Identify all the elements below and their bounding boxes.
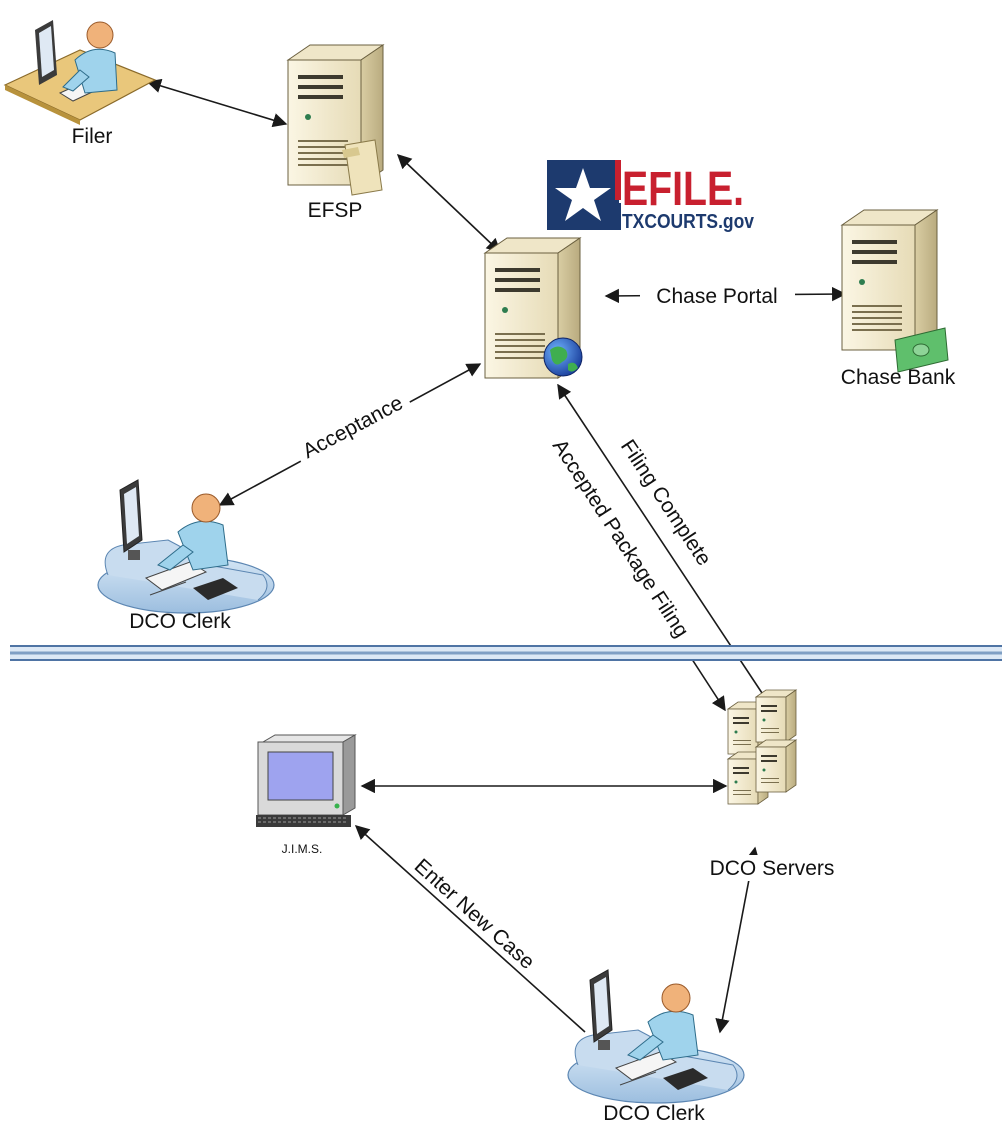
network-divider <box>10 645 1002 661</box>
dco-servers-node: DCO Servers <box>692 689 852 881</box>
dco-servers-label: DCO Servers <box>710 857 835 880</box>
chase-bank-node: Chase Bank <box>841 209 956 389</box>
filer-label: Filer <box>72 125 113 148</box>
efsp-node: EFSP <box>287 44 384 222</box>
filing-complete-link <box>557 383 763 694</box>
jims-node: J.I.M.S. <box>256 734 357 856</box>
chase-portal-label: Chase Portal <box>656 285 777 308</box>
efsp-efile-link <box>396 154 502 253</box>
efsp-label: EFSP <box>308 199 363 222</box>
filer-node: Filer <box>4 19 156 148</box>
accepted-package-filing-label: Accepted Package Filing <box>548 435 693 641</box>
dco-clerk-top-label: DCO Clerk <box>129 610 231 633</box>
enter-new-case-link <box>354 825 586 1033</box>
logo-line1: EFILE. <box>622 163 744 216</box>
folder-icon <box>342 139 383 196</box>
jims-label: J.I.M.S. <box>282 842 323 856</box>
dco-clerk-bottom-label: DCO Clerk <box>603 1102 705 1125</box>
enter-new-case-label: Enter New Case <box>410 854 539 973</box>
globe-icon <box>543 337 583 377</box>
filer-efsp-link <box>146 78 288 128</box>
acceptance-label: Acceptance <box>299 391 407 463</box>
dco-clerk-bottom-node: DCO Clerk <box>567 969 745 1125</box>
star-icon <box>555 168 611 221</box>
efile-server-node <box>484 237 583 379</box>
logo-line2: TXCOURTS.gov <box>622 211 755 233</box>
efile-logo: EFILE. TXCOURTS.gov <box>547 160 755 233</box>
dco-clerk-top-node: DCO Clerk <box>97 479 275 633</box>
monitor-icon <box>256 734 357 827</box>
money-icon <box>894 327 949 373</box>
chase-bank-label: Chase Bank <box>841 366 956 389</box>
